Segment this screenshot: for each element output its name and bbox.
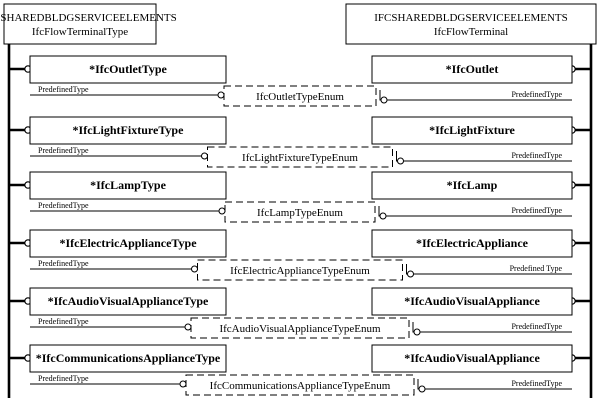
row-4: *IfcElectricApplianceType *IfcElectricApp… xyxy=(9,229,591,281)
enumeration-label: IfcCommunicationsApplianceTypeEnum xyxy=(210,380,391,392)
occurrence-entity-box[interactable] xyxy=(371,55,573,84)
right-schema-entity: IfcFlowTerminal xyxy=(434,26,508,38)
occurrence-attribute-circle xyxy=(407,270,414,278)
occurrence-attribute-line xyxy=(378,206,572,217)
occurrence-attribute-label: PredefinedType xyxy=(511,151,562,160)
occurrence-entity-label: *IfcElectricAppliance xyxy=(416,236,529,250)
occurrence-attribute-circle xyxy=(380,96,388,104)
type-attribute-label: PredefinedType xyxy=(38,374,89,383)
occurrence-entity-box[interactable] xyxy=(371,344,573,373)
row-1: *IfcOutletType *IfcOutletIfcOutletTypeEnu… xyxy=(9,55,591,107)
enumeration-label: IfcElectricApplianceTypeEnum xyxy=(230,265,370,277)
left-schema-name: IFCSHAREDBLDGSERVICEELEMENTS xyxy=(0,12,177,24)
enumeration-label: IfcLampTypeEnum xyxy=(257,207,343,219)
type-entity-label: *IfcCommunicationsApplianceType xyxy=(36,351,221,365)
enumeration-label: IfcOutletTypeEnum xyxy=(256,91,344,103)
occurrence-attribute-line xyxy=(396,151,572,162)
left-schema-entity: IfcFlowTerminalType xyxy=(32,26,128,38)
occurrence-entity-label: *IfcAudioVisualAppliance xyxy=(404,351,540,365)
type-attribute-label: PredefinedType xyxy=(38,317,89,326)
enumeration-label: IfcAudioVisualApplianceTypeEnum xyxy=(219,323,381,335)
occurrence-entity-box[interactable] xyxy=(371,171,573,200)
occurrence-attribute-label: PredefinedType xyxy=(511,90,562,99)
type-entity-box[interactable] xyxy=(29,229,227,258)
type-attribute-circle xyxy=(179,380,187,388)
row-6: *IfcCommunicationsApplianceType *IfcAudio… xyxy=(9,344,591,396)
occurrence-entity-box[interactable] xyxy=(371,287,573,316)
right-schema-name: IFCSHAREDBLDGSERVICEELEMENTS xyxy=(374,12,567,24)
occurrence-attribute-line xyxy=(406,264,572,275)
type-attribute-circle xyxy=(191,265,198,273)
occurrence-entity-label: *IfcLamp xyxy=(447,178,498,192)
occurrence-attribute-label: PredefinedType xyxy=(511,206,562,215)
type-attribute-circle xyxy=(218,207,226,215)
type-entity-label: *IfcOutletType xyxy=(89,62,167,76)
type-entity-box[interactable] xyxy=(29,287,227,316)
occurrence-attribute-line xyxy=(412,322,572,333)
type-entity-box[interactable] xyxy=(29,171,227,200)
occurrence-entity-label: *IfcAudioVisualAppliance xyxy=(404,294,540,308)
occurrence-attribute-label: Predefined Type xyxy=(510,264,563,273)
type-entity-label: *IfcLightFixtureType xyxy=(73,123,185,137)
type-entity-label: *IfcElectricApplianceType xyxy=(59,236,197,250)
occurrence-attribute-line xyxy=(417,379,572,390)
type-attribute-circle xyxy=(217,91,225,99)
type-attribute-label: PredefinedType xyxy=(38,201,89,210)
rows-layer: *IfcOutletType *IfcOutletIfcOutletTypeEnu… xyxy=(9,55,591,396)
occurrence-entity-label: *IfcLightFixture xyxy=(429,123,515,137)
occurrence-entity-label: *IfcOutlet xyxy=(446,62,499,76)
occurrence-attribute-circle xyxy=(397,157,404,165)
occurrence-entity-box[interactable] xyxy=(371,229,573,258)
occurrence-attribute-circle xyxy=(413,328,421,336)
type-attribute-circle xyxy=(201,152,208,160)
occurrence-attribute-circle xyxy=(379,212,387,220)
type-entity-label: *IfcAudioVisualApplianceType xyxy=(48,294,209,308)
enumeration-label: IfcLightFixtureTypeEnum xyxy=(242,152,358,164)
type-attribute-label: PredefinedType xyxy=(38,259,89,268)
occurrence-attribute-circle xyxy=(418,385,426,393)
type-entity-box[interactable] xyxy=(29,344,227,373)
type-attribute-circle xyxy=(184,323,192,331)
occurrence-attribute-label: PredefinedType xyxy=(511,379,562,388)
type-entity-label: *IfcLampType xyxy=(90,178,166,192)
left-schema-header[interactable]: IFCSHAREDBLDGSERVICEELEMENTS IfcFlowTerm… xyxy=(0,3,177,45)
row-5: *IfcAudioVisualApplianceType *IfcAudioVis… xyxy=(9,287,591,339)
type-attribute-label: PredefinedType xyxy=(38,85,89,94)
type-entity-box[interactable] xyxy=(29,116,227,145)
row-2: *IfcLightFixtureType *IfcLightFixtureIfcL… xyxy=(9,116,591,168)
occurrence-entity-box[interactable] xyxy=(371,116,573,145)
occurrence-attribute-label: PredefinedType xyxy=(511,322,562,331)
type-attribute-label: PredefinedType xyxy=(38,146,89,155)
type-entity-box[interactable] xyxy=(29,55,227,84)
occurrence-attribute-line xyxy=(379,90,572,101)
right-schema-header[interactable]: IFCSHAREDBLDGSERVICEELEMENTS IfcFlowTerm… xyxy=(345,3,597,45)
